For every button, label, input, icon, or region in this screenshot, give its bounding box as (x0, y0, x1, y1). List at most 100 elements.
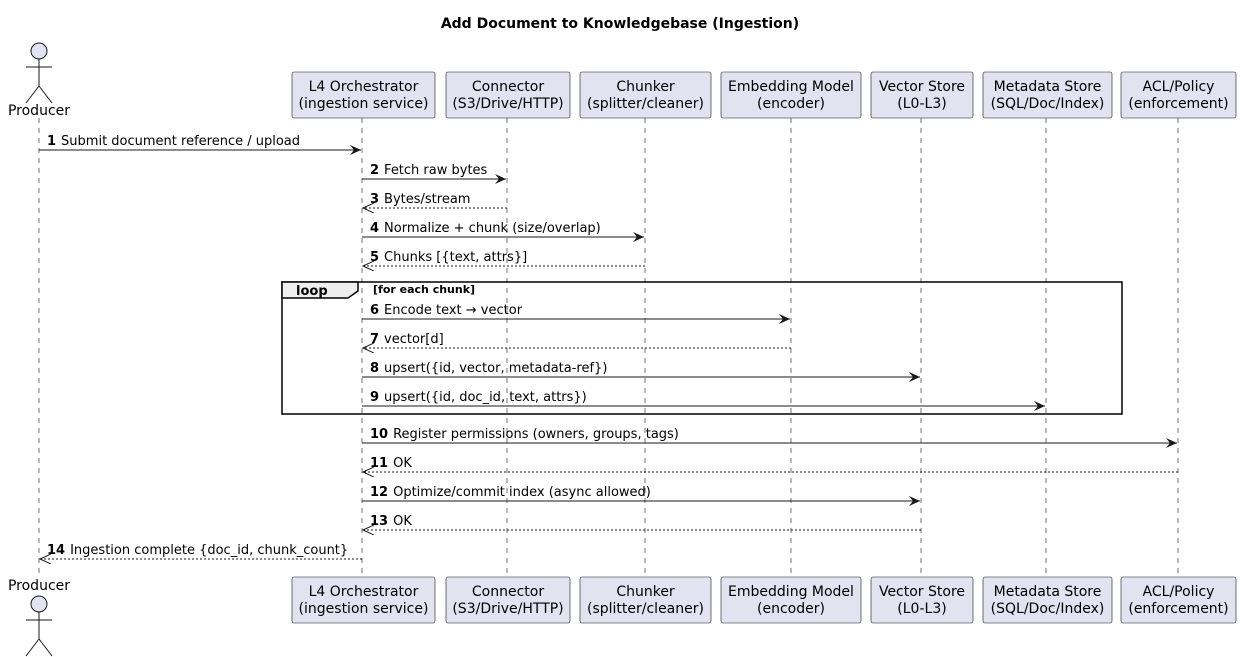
message-text: OK (393, 514, 412, 529)
lifelines (38, 118, 1179, 577)
participant-acl-bottom: ACL/Policy(enforcement) (1120, 576, 1237, 624)
actor-label: Producer (8, 578, 70, 594)
message-number: 14 (47, 543, 65, 558)
message-text: Chunks [{text, attrs}] (384, 250, 527, 265)
participant-box (720, 71, 862, 119)
participant-subtitle: (L0-L3) (897, 601, 946, 617)
participant-box (445, 71, 571, 119)
participant-name: Chunker (616, 79, 675, 95)
participant-name: ACL/Policy (1143, 79, 1215, 95)
message-10: 10 Register permissions (owners, groups, … (362, 427, 1177, 448)
participant-chunk-top: Chunker(splitter/cleaner) (579, 71, 712, 119)
message-text: Encode text → vector (384, 303, 523, 318)
message-number: 6 (370, 303, 379, 318)
participant-subtitle: (enforcement) (1128, 601, 1228, 617)
participant-name: Vector Store (879, 584, 965, 600)
participant-name: Vector Store (879, 79, 965, 95)
message-number: 2 (370, 163, 379, 178)
participant-meta-top: Metadata Store(SQL/Doc/Index) (982, 71, 1113, 119)
actor-label: Producer (8, 103, 70, 119)
loop-box (281, 281, 1123, 415)
participant-name: L4 Orchestrator (309, 584, 419, 600)
participant-name: ACL/Policy (1143, 584, 1215, 600)
message-label: 4 Normalize + chunk (size/overlap) (370, 221, 601, 236)
participant-vec-top: Vector Store(L0-L3) (870, 71, 974, 119)
message-label: 10 Register permissions (owners, groups, … (370, 427, 679, 442)
message-text: Normalize + chunk (size/overlap) (384, 221, 601, 236)
participant-box (579, 576, 712, 624)
message-6: 6 Encode text → vector (362, 303, 790, 324)
participant-box (445, 576, 571, 624)
participant-box (1120, 576, 1237, 624)
loop-guard: [for each chunk] (373, 283, 475, 296)
message-text: upsert({id, vector, metadata-ref}) (384, 361, 607, 376)
participant-meta-bottom: Metadata Store(SQL/Doc/Index) (982, 576, 1113, 624)
participant-name: Embedding Model (728, 584, 854, 600)
participant-acl-top: ACL/Policy(enforcement) (1120, 71, 1237, 119)
participant-box (870, 576, 974, 624)
message-label: 12 Optimize/commit index (async allowed) (370, 485, 651, 500)
participant-subtitle: (L0-L3) (897, 96, 946, 112)
participant-box (982, 71, 1113, 119)
message-13: 13 OK (363, 514, 921, 530)
message-number: 3 (370, 192, 379, 207)
participant-vec-bottom: Vector Store(L0-L3) (870, 576, 974, 624)
message-text: OK (393, 456, 412, 471)
participant-conn-bottom: Connector(S3/Drive/HTTP) (445, 576, 571, 624)
message-text: Optimize/commit index (async allowed) (393, 485, 651, 500)
participant-subtitle: (SQL/Doc/Index) (991, 96, 1105, 112)
message-text: Ingestion complete {doc_id, chunk_count} (70, 543, 348, 558)
participant-box (870, 71, 974, 119)
participant-name: Connector (472, 584, 544, 600)
loop-frame: loop [for each chunk] (281, 281, 1123, 415)
message-text: Register permissions (owners, groups, ta… (393, 427, 679, 442)
participant-subtitle: (splitter/cleaner) (587, 96, 704, 112)
message-label: 9 upsert({id, doc_id, text, attrs}) (370, 390, 587, 405)
message-number: 10 (370, 427, 388, 442)
participant-orch-top: L4 Orchestrator(ingestion service) (291, 71, 436, 119)
message-9: 9 upsert({id, doc_id, text, attrs}) (362, 390, 1045, 411)
participant-embed-top: Embedding Model(encoder) (720, 71, 862, 119)
participant-box (720, 576, 862, 624)
message-number: 1 (47, 134, 56, 149)
message-label: 14 Ingestion complete {doc_id, chunk_coun… (47, 543, 348, 558)
message-number: 4 (370, 221, 379, 236)
participant-subtitle: (ingestion service) (299, 601, 429, 617)
message-label: 5 Chunks [{text, attrs}] (370, 250, 527, 265)
message-text: Bytes/stream (384, 192, 470, 207)
message-8: 8 upsert({id, vector, metadata-ref}) (362, 361, 920, 382)
participant-name: Embedding Model (728, 79, 854, 95)
participant-name: Metadata Store (994, 584, 1102, 600)
participant-name: L4 Orchestrator (309, 79, 419, 95)
participant-chunk-bottom: Chunker(splitter/cleaner) (579, 576, 712, 624)
message-label: 6 Encode text → vector (370, 303, 523, 318)
participant-subtitle: (enforcement) (1128, 96, 1228, 112)
message-number: 9 (370, 390, 379, 405)
participant-name: Chunker (616, 584, 675, 600)
message-label: 8 upsert({id, vector, metadata-ref}) (370, 361, 607, 376)
participant-subtitle: (S3/Drive/HTTP) (452, 601, 563, 617)
message-number: 12 (370, 485, 388, 500)
participant-orch-bottom: L4 Orchestrator(ingestion service) (291, 576, 436, 624)
participant-name: Metadata Store (994, 79, 1102, 95)
actor-producer-top: Producer (8, 42, 70, 119)
loop-label: loop (296, 284, 328, 299)
message-number: 13 (370, 514, 388, 529)
participant-embed-bottom: Embedding Model(encoder) (720, 576, 862, 624)
diagram-title: Add Document to Knowledgebase (Ingestion… (441, 16, 799, 32)
message-3: 3 Bytes/stream (363, 192, 507, 208)
message-14: 14 Ingestion complete {doc_id, chunk_coun… (40, 543, 362, 559)
message-text: upsert({id, doc_id, text, attrs}) (384, 390, 587, 405)
message-number: 5 (370, 250, 379, 265)
message-number: 8 (370, 361, 379, 376)
participant-box (1120, 71, 1237, 119)
